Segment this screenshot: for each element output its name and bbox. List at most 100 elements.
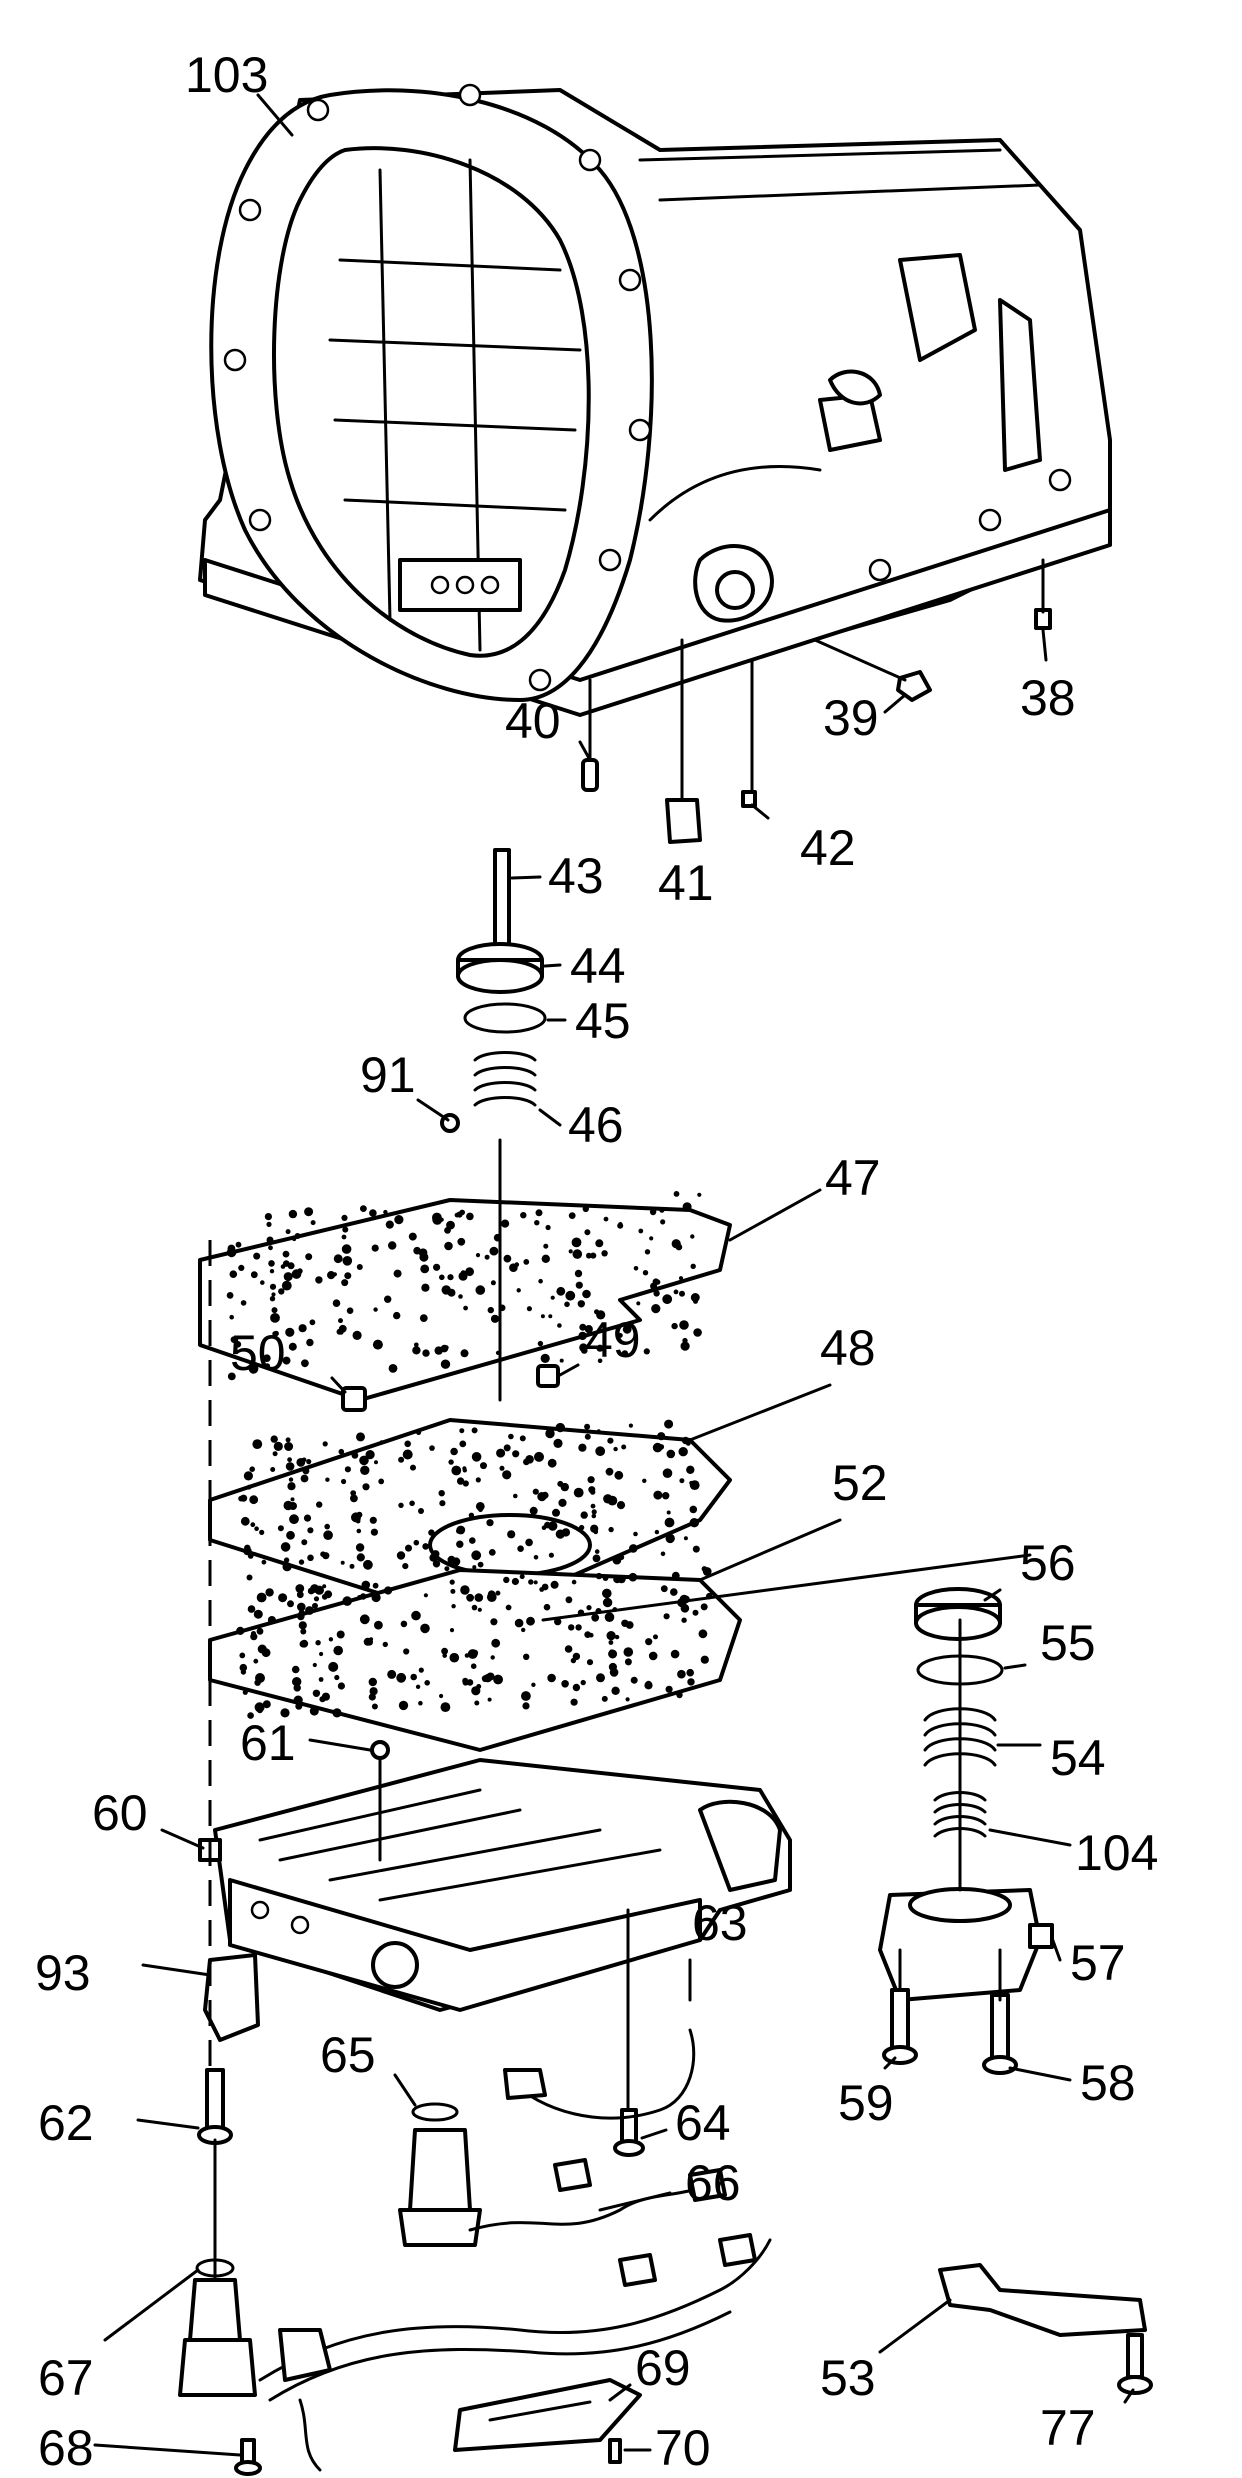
plate-passage-dot <box>340 1560 345 1565</box>
plate-passage-dot <box>490 1618 498 1626</box>
plate-passage-dot <box>447 1288 456 1297</box>
plate-passage-dot <box>240 1300 247 1306</box>
plate-passage-dot <box>439 1274 445 1281</box>
plate-passage-dot <box>356 1432 365 1442</box>
plate-passage-dot <box>356 1511 363 1518</box>
plate-passage-dot <box>658 1444 665 1450</box>
plate-passage-dot <box>280 1708 290 1718</box>
plate-passage-dot <box>471 1649 479 1657</box>
plate-passage-dot <box>297 1602 306 1612</box>
plate-passage-dot <box>662 1294 673 1305</box>
plate-passage-dot <box>267 1616 276 1624</box>
plate-passage-dot <box>660 1219 666 1225</box>
plate-passage-dot <box>369 1687 378 1696</box>
plate-passage-dot <box>584 1433 591 1440</box>
plate-passage-dot <box>486 1519 494 1527</box>
plate-passage-dot <box>590 1503 596 1509</box>
plate-passage-dot <box>256 1592 267 1603</box>
plate-passage-dot <box>466 1679 474 1686</box>
plate-passage-dot <box>495 1590 501 1596</box>
plate-passage-dot <box>448 1459 454 1465</box>
plate-passage-dot <box>535 1209 543 1217</box>
callout-64: 64 <box>675 2095 731 2151</box>
plate-passage-dot <box>568 1624 575 1631</box>
plate-passage-dot <box>250 1522 256 1528</box>
plate-passage-dot <box>303 1514 312 1522</box>
plate-passage-dot <box>318 1677 324 1682</box>
plate-passage-dot <box>679 1290 685 1297</box>
plate-passage-dot <box>584 1229 591 1236</box>
plate-passage-dot <box>450 1447 458 1456</box>
callout-49: 49 <box>585 1312 641 1368</box>
plate-passage-dot <box>550 1580 559 1589</box>
plate-passage-dot <box>487 1592 497 1602</box>
plate-passage-dot <box>404 1440 412 1448</box>
plate-passage-dot <box>360 1465 370 1476</box>
plate-passage-dot <box>341 1478 347 1485</box>
callout-44: 44 <box>570 938 626 994</box>
plate-passage-dot <box>665 1685 673 1693</box>
plate-passage-dot <box>644 1249 651 1255</box>
plate-passage-dot <box>460 1585 470 1595</box>
plate-passage-dot <box>593 1529 599 1535</box>
plate-passage-dot <box>239 1652 246 1659</box>
plate-passage-dot <box>388 1241 397 1250</box>
plate-passage-dot <box>678 1276 684 1281</box>
callout-59: 59 <box>838 2075 894 2131</box>
plate-passage-dot <box>553 1438 563 1448</box>
plate-passage-dot <box>630 1676 638 1684</box>
plate-passage-dot <box>242 1689 248 1695</box>
plate-passage-dot <box>398 1456 405 1463</box>
callout-63: 63 <box>692 1895 748 1951</box>
plate-passage-dot <box>301 1457 307 1463</box>
plate-passage-dot <box>657 1432 666 1441</box>
plate-passage-dot <box>521 1627 526 1633</box>
plate-passage-dot <box>638 1228 644 1234</box>
plate-passage-dot <box>372 1339 383 1350</box>
plate-passage-dot <box>238 1495 245 1502</box>
plate-passage-dot <box>519 1574 525 1580</box>
plate-passage-dot <box>250 1633 258 1641</box>
plate-passage-dot <box>341 1214 348 1221</box>
plate-passage-dot <box>475 1477 481 1483</box>
plate-passage-dot <box>334 1674 340 1681</box>
transmission-case <box>198 83 1112 717</box>
plate-passage-dot <box>523 1259 530 1265</box>
plate-passage-dot <box>525 1455 534 1464</box>
plate-passage-dot <box>693 1298 698 1304</box>
plate-passage-dot <box>285 1229 291 1235</box>
plate-passage-dot <box>496 1448 506 1458</box>
plate-passage-dot <box>403 1648 410 1655</box>
plate-passage-dot <box>271 1307 278 1314</box>
plate-passage-dot <box>586 1252 592 1259</box>
plate-passage-dot <box>429 1445 435 1451</box>
plate-passage-dot <box>415 1684 421 1690</box>
plate-passage-dot <box>607 1437 614 1444</box>
plate-passage-dot <box>477 1607 482 1612</box>
plate-passage-dot <box>552 1508 560 1517</box>
plate-passage-dot <box>557 1323 562 1328</box>
plate-passage-dot <box>568 1249 573 1254</box>
plate-passage-dot <box>655 1279 661 1285</box>
plate-passage-dot <box>422 1349 430 1357</box>
callout-42: 42 <box>800 820 856 876</box>
plate-passage-dot <box>321 1692 330 1701</box>
plate-passage-dot <box>677 1669 686 1679</box>
plate-passage-dot <box>344 1272 352 1280</box>
plate-passage-dot <box>614 1634 620 1640</box>
plate-passage-dot <box>508 1433 514 1440</box>
plate-passage-dot <box>240 1516 250 1526</box>
plate-passage-dot <box>247 1605 256 1613</box>
plate-passage-dot <box>568 1212 576 1219</box>
plate-passage-dot <box>290 1497 295 1502</box>
plate-passage-dot <box>322 1552 330 1560</box>
plate-passage-dot <box>564 1645 573 1653</box>
plate-passage-dot <box>574 1269 583 1278</box>
plate-passage-dot <box>270 1313 280 1323</box>
plate-passage-dot <box>602 1597 613 1608</box>
plate-passage-dot <box>300 1639 309 1648</box>
plate-passage-dot <box>271 1292 276 1297</box>
plate-passage-dot <box>433 1263 441 1271</box>
plate-passage-dot <box>582 1205 589 1213</box>
